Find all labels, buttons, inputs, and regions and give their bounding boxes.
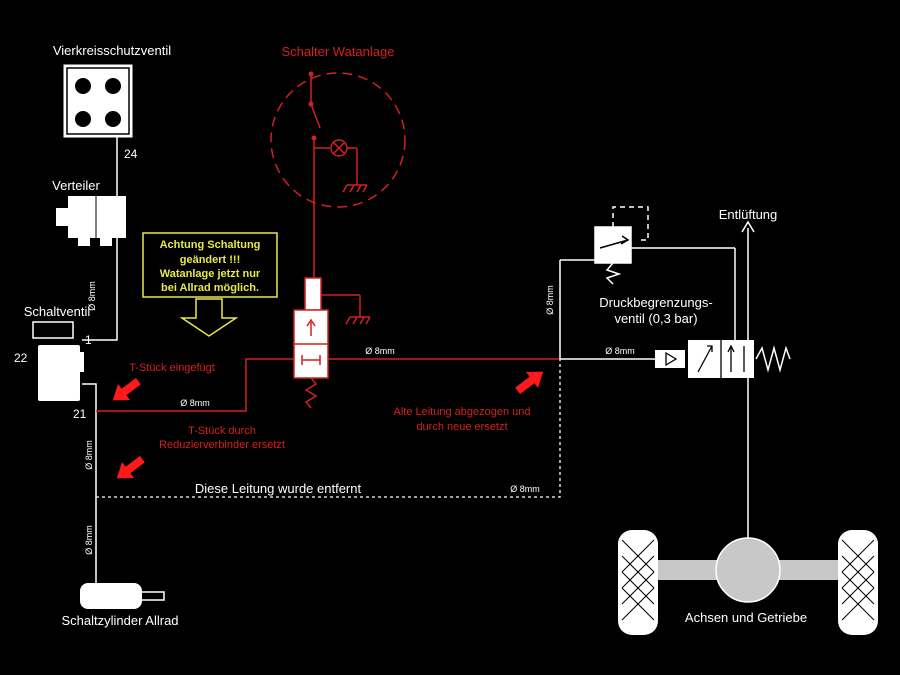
pipe-port-21 xyxy=(82,383,97,410)
directional-valve xyxy=(655,340,791,378)
tire-right-icon xyxy=(838,530,878,635)
note-line-2: geändert !!! xyxy=(180,254,241,266)
note-line-4: bei Allrad möglich. xyxy=(161,282,259,294)
red-arrow-icon xyxy=(515,371,544,395)
tire-left-icon xyxy=(618,530,658,635)
zylinder-label: Schaltzylinder Allrad xyxy=(61,613,178,628)
annotation-alte-1: Alte Leitung abgezogen und xyxy=(393,406,530,418)
pipe-label-druck: Ø 8mm xyxy=(545,285,555,315)
note-line-3: Watanlage jetzt nur xyxy=(160,268,261,280)
schaltventil-block xyxy=(32,321,84,401)
warning-note: Achtung Schaltung geändert !!! Watanlage… xyxy=(142,232,278,337)
red-arrow-icon xyxy=(116,455,145,479)
schalter-label: Schalter Watanlage xyxy=(282,44,395,59)
verteiler-block xyxy=(56,196,126,246)
schaltzylinder xyxy=(80,583,165,609)
druck-label-2: ventil (0,3 bar) xyxy=(614,311,697,326)
entlueftung-arrow-icon xyxy=(741,220,755,233)
annotation-tstueck: T-Stück eingefügt xyxy=(129,362,215,374)
schalter-assembly xyxy=(270,72,406,278)
port-24-label: 24 xyxy=(124,147,138,161)
pipe-label-dir: Ø 8mm xyxy=(605,346,635,356)
druck-label-1: Druckbegrenzungs- xyxy=(599,295,712,310)
pipe-label-zylinder: Ø 8mm xyxy=(84,525,94,555)
achsen-label: Achsen und Getriebe xyxy=(685,610,807,625)
red-arrow-icon xyxy=(112,377,141,401)
entlueftung-label: Entlüftung xyxy=(719,207,778,222)
annotation-reduzier-2: Reduzierverbinder ersetzt xyxy=(159,439,285,451)
port-22-label: 22 xyxy=(14,351,28,365)
druckbegrenzungsventil xyxy=(560,206,736,348)
vierkreis-valve xyxy=(63,64,133,138)
note-line-1: Achtung Schaltung xyxy=(160,239,261,251)
annotation-alte-2: durch neue ersetzt xyxy=(416,421,507,433)
removed-pipe-label: Diese Leitung wurde entfernt xyxy=(195,481,362,496)
pipe-label-verteiler: Ø 8mm xyxy=(87,281,97,311)
vierkreis-label: Vierkreisschutzventil xyxy=(53,43,171,58)
verteiler-label: Verteiler xyxy=(52,178,100,193)
pipe-label-red-2: Ø 8mm xyxy=(365,346,395,356)
magnet-valve xyxy=(293,277,371,409)
switch-contacts xyxy=(308,71,317,141)
red-pipe-schaltventil xyxy=(96,358,294,412)
note-arrow-icon xyxy=(179,298,239,337)
port-21-label: 21 xyxy=(73,407,87,421)
red-arrows xyxy=(112,371,544,479)
annotation-reduzier-1: T-Stück durch xyxy=(188,425,256,437)
pipe-label-red-1: Ø 8mm xyxy=(180,398,210,408)
port-1-label: 1 xyxy=(85,333,92,347)
pipe-verteiler-schaltventil xyxy=(82,238,118,341)
pipe-label-21: Ø 8mm xyxy=(84,440,94,470)
achsen-getriebe xyxy=(618,530,878,635)
pipe-label-removed: Ø 8mm xyxy=(510,484,540,494)
schaltventil-label: Schaltventil xyxy=(24,304,91,319)
removed-pipe xyxy=(96,359,561,498)
